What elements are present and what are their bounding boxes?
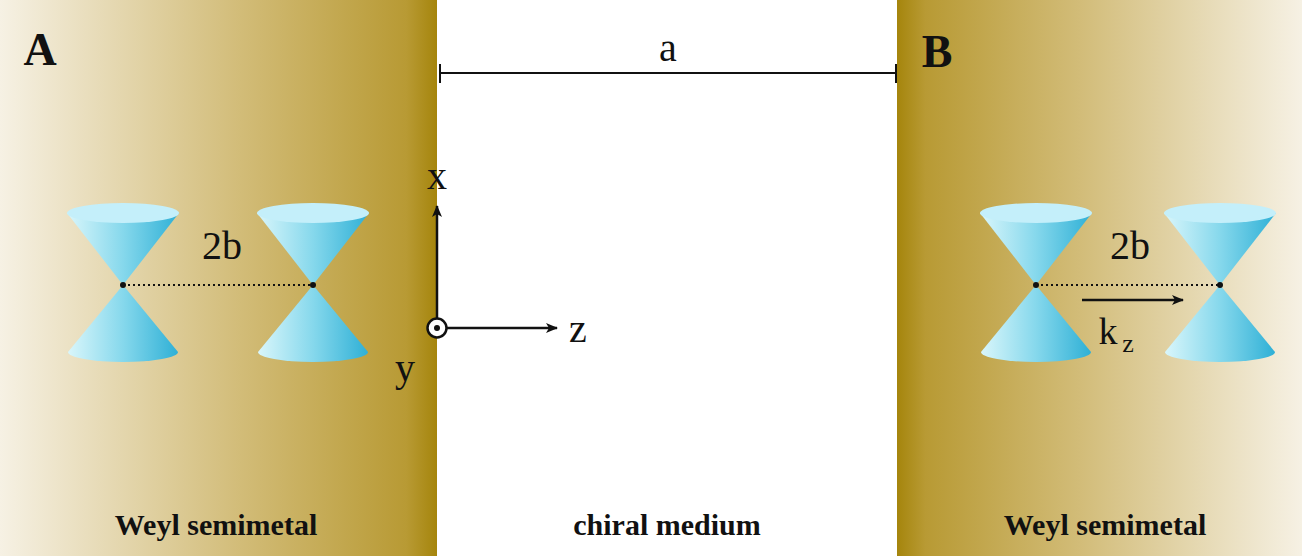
cone-top — [980, 203, 1092, 223]
medium-label: chiral medium — [573, 510, 761, 540]
axes — [428, 206, 558, 338]
momentum-label: k — [1099, 312, 1118, 350]
weyl-cones — [67, 203, 1276, 362]
weyl-slab: A Weyl semimetal — [0, 0, 437, 556]
left-slab — [0, 0, 437, 556]
node-separation — [1036, 284, 1220, 286]
axis-label: z — [569, 309, 587, 349]
kz-arrow — [1082, 299, 1183, 302]
cone-top — [257, 203, 369, 223]
right-slab — [897, 0, 1302, 556]
weyl-node — [1033, 282, 1039, 288]
cone-upper — [257, 213, 369, 285]
panel-letter: A — [23, 27, 56, 73]
cone-upper — [1164, 213, 1276, 285]
axis-label: y — [395, 348, 415, 388]
material-label: Weyl semimetal — [1004, 510, 1206, 540]
separation-label: 2b — [202, 226, 242, 266]
dimension-label: a — [659, 28, 677, 68]
cone-upper — [67, 213, 179, 285]
weyl-node — [310, 282, 316, 288]
cone-lower — [68, 285, 178, 362]
weyl-node — [120, 282, 126, 288]
momentum-subscript: z — [1122, 331, 1134, 357]
cone-lower — [1165, 285, 1275, 362]
axis-label: x — [427, 156, 447, 196]
separation-label: 2b — [1110, 226, 1150, 266]
weyl-node — [1217, 282, 1223, 288]
cone-lower — [258, 285, 368, 362]
cone-top — [67, 203, 179, 223]
weyl-slab: B Weyl semimetal — [897, 0, 1302, 556]
node-separation — [123, 284, 313, 286]
cone-upper — [980, 213, 1092, 285]
cone-lower — [981, 285, 1091, 362]
material-label: Weyl semimetal — [115, 510, 317, 540]
cone-top — [1164, 203, 1276, 223]
panel-letter: B — [922, 29, 953, 75]
